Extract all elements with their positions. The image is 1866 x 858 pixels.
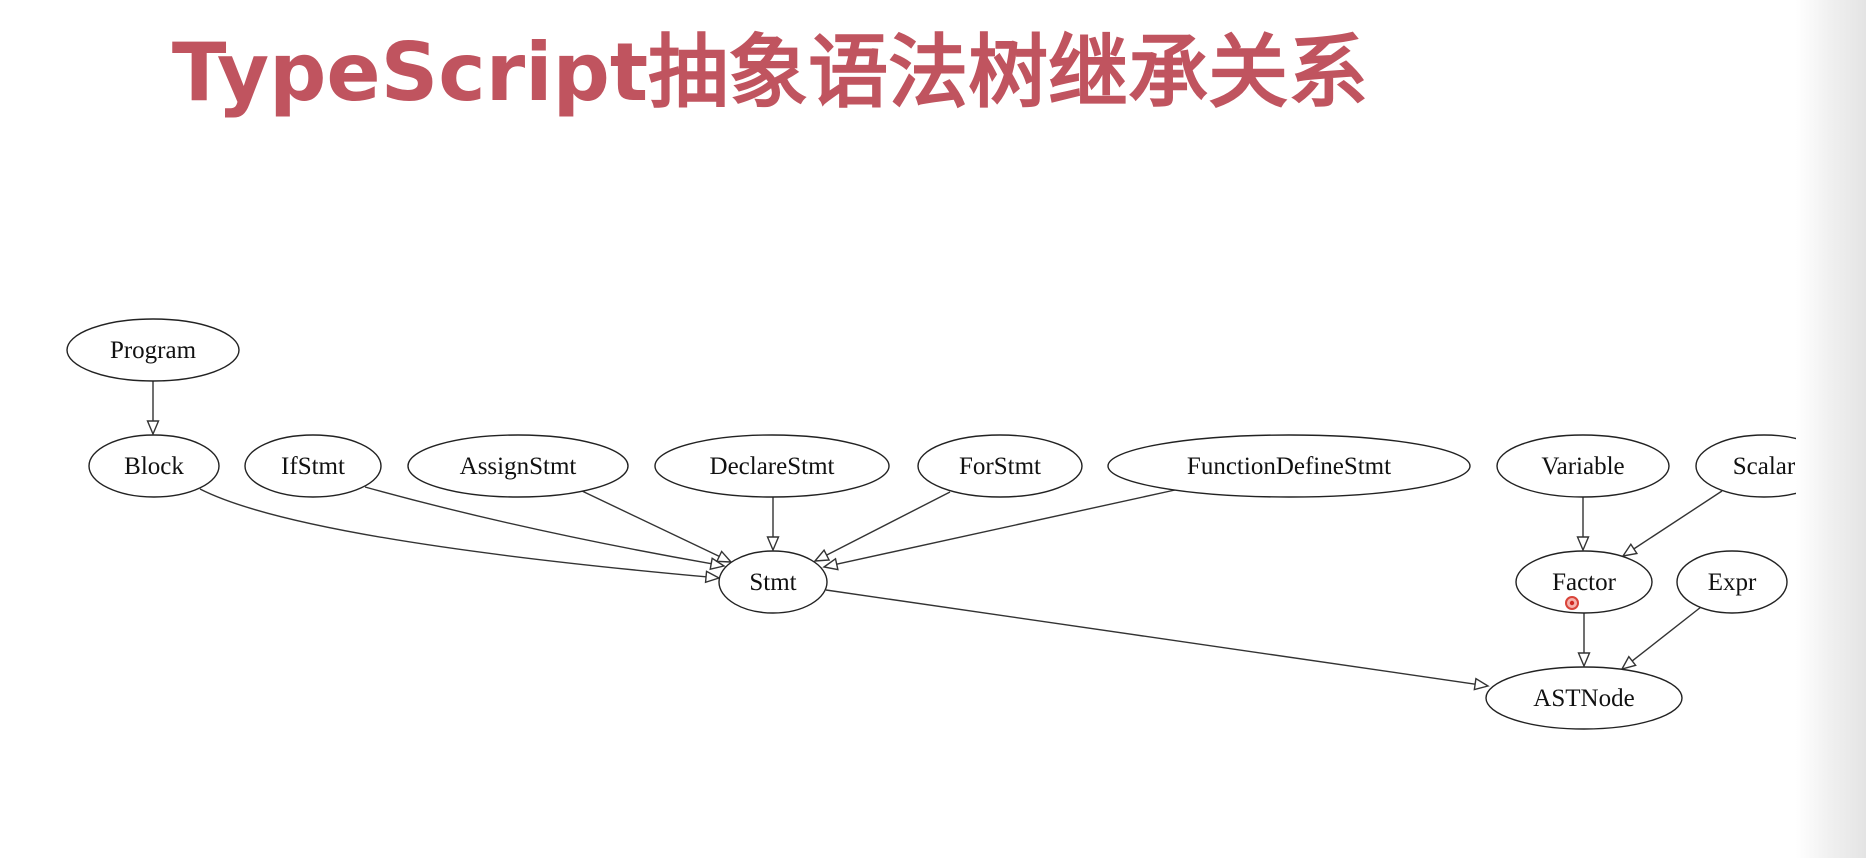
arrow-head-icon [1621, 543, 1639, 557]
node-expr: Expr [1676, 550, 1788, 614]
node-ellipse [88, 434, 220, 498]
edge-scalar-to-factor [1621, 490, 1723, 557]
arrow-head-icon [766, 536, 780, 552]
node-block: Block [88, 434, 220, 498]
node-label: AssignStmt [460, 453, 577, 480]
node-ellipse [1107, 434, 1471, 498]
edge-factor-to-astnode [1577, 613, 1591, 668]
node-declare-stmt: DeclareStmt [654, 434, 890, 498]
edge-expr-to-astnode [1620, 606, 1702, 671]
node-label: ASTNode [1533, 685, 1634, 712]
arrow-head-icon [709, 557, 726, 571]
edge-for-stmt-to-stmt [813, 491, 951, 562]
edge-program-to-block [146, 381, 160, 436]
edge-line [836, 489, 1176, 565]
edge-if-stmt-to-stmt [364, 486, 726, 571]
node-label: Stmt [749, 569, 796, 596]
slide-title: TypeScript抽象语法树继承关系 [171, 26, 1369, 119]
arrow-head-icon [1473, 677, 1490, 691]
edge-declare-stmt-to-stmt [766, 497, 780, 552]
arrow-head-icon [1576, 536, 1590, 552]
node-program: Program [66, 318, 240, 382]
node-if-stmt: IfStmt [244, 434, 382, 498]
edge-line [1631, 606, 1702, 662]
edge-block-to-stmt [199, 488, 721, 584]
node-label: FunctionDefineStmt [1187, 453, 1391, 480]
arrow-head-icon [704, 570, 721, 584]
arrow-head-icon [1577, 652, 1591, 668]
node-ellipse [654, 434, 890, 498]
node-label: Block [124, 453, 184, 480]
node-label: Variable [1541, 453, 1624, 480]
arrow-head-icon [1620, 655, 1637, 671]
edge-line [364, 486, 712, 565]
edges-layer [146, 381, 1723, 691]
window-edge-shadow [1796, 0, 1866, 858]
edge-stmt-to-astnode [825, 589, 1490, 691]
node-factor: Factor [1515, 550, 1653, 614]
edge-function-define-stmt-to-stmt [822, 489, 1176, 571]
edge-assign-stmt-to-stmt [581, 490, 733, 563]
node-ellipse [1496, 434, 1670, 498]
node-ellipse [244, 434, 382, 498]
node-stmt: Stmt [718, 550, 828, 614]
edge-line [826, 491, 951, 556]
edge-variable-to-factor [1576, 497, 1590, 552]
node-function-define-stmt: FunctionDefineStmt [1107, 434, 1471, 498]
edge-line [825, 589, 1476, 685]
node-label: DeclareStmt [710, 453, 835, 480]
node-variable: Variable [1496, 434, 1670, 498]
node-ellipse [407, 434, 629, 498]
arrow-head-icon [822, 557, 839, 571]
node-label: Factor [1552, 569, 1617, 596]
node-label: Scalar [1733, 453, 1796, 480]
node-ellipse [718, 550, 828, 614]
edge-line [1633, 490, 1723, 550]
node-ellipse [1676, 550, 1788, 614]
node-label: Expr [1708, 569, 1757, 596]
edge-line [581, 490, 720, 558]
arrow-head-icon [146, 420, 160, 436]
node-label: IfStmt [281, 453, 345, 480]
node-ellipse [1515, 550, 1653, 614]
mouse-cursor-indicator [1565, 596, 1579, 610]
edge-line [199, 488, 707, 578]
node-label: Program [110, 337, 197, 364]
node-for-stmt: ForStmt [917, 434, 1083, 498]
node-ellipse [917, 434, 1083, 498]
node-label: ForStmt [959, 453, 1041, 480]
node-astnode: ASTNode [1485, 666, 1683, 730]
node-ellipse [66, 318, 240, 382]
node-ellipse [1485, 666, 1683, 730]
arrow-head-icon [813, 548, 831, 562]
node-assign-stmt: AssignStmt [407, 434, 629, 498]
arrow-head-icon [715, 550, 733, 563]
